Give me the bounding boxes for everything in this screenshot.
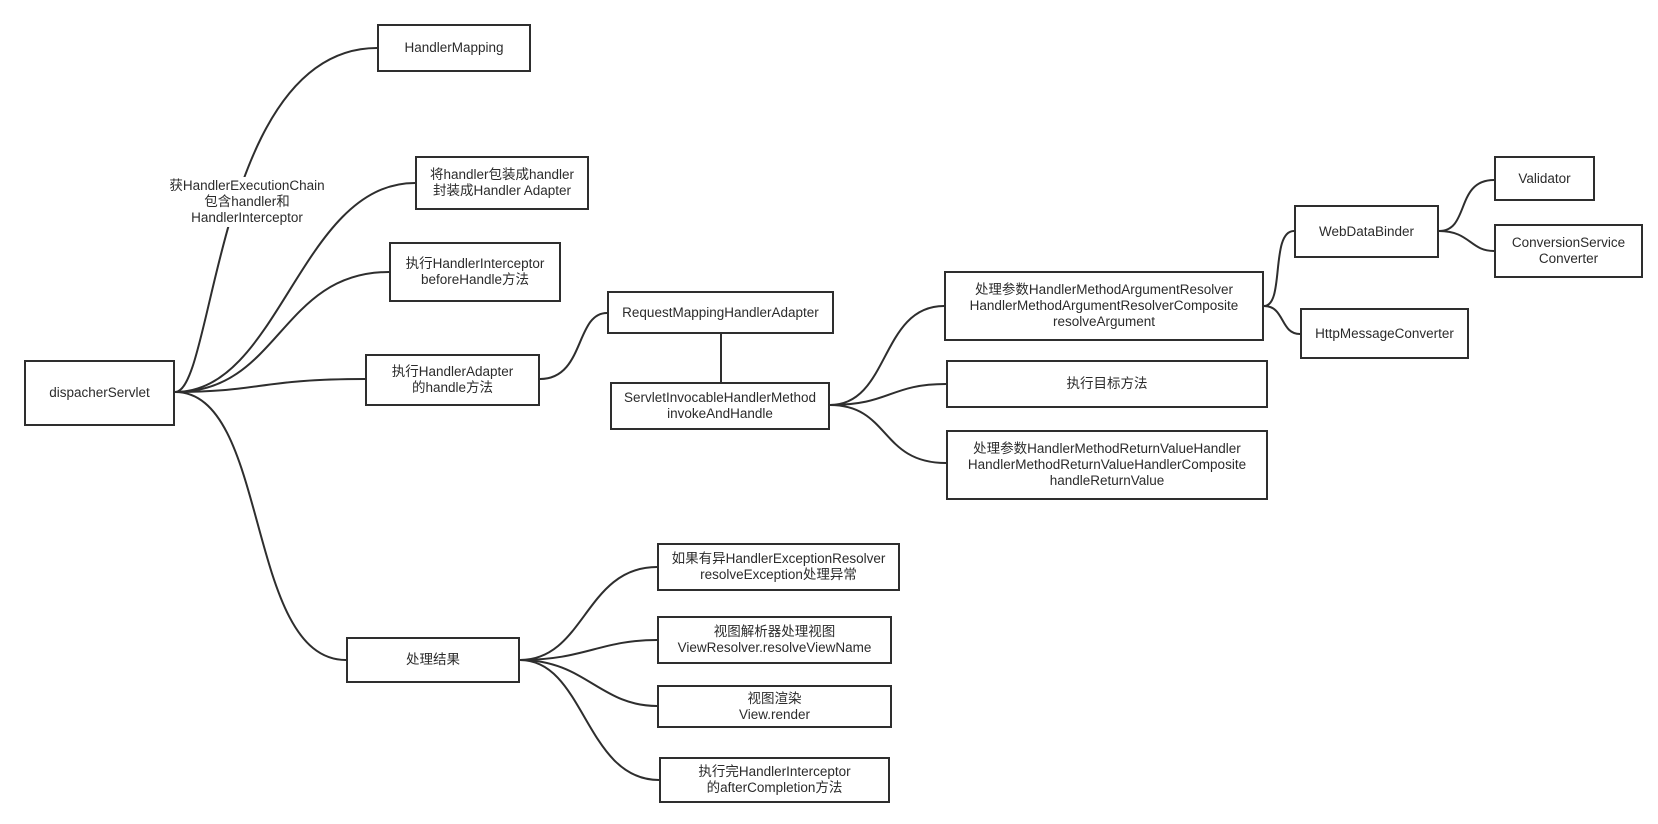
edge-root-handler-adapter bbox=[174, 378, 366, 393]
validator-node: Validator bbox=[1494, 156, 1595, 201]
wrap-handler-node: 将handler包装成handler 封装成Handler Adapter bbox=[415, 156, 589, 210]
dispatcher-servlet-node: dispacherServlet bbox=[24, 360, 175, 426]
request-mapping-adapter-node: RequestMappingHandlerAdapter bbox=[607, 291, 834, 334]
edge-binder-conversion-service bbox=[1438, 230, 1495, 252]
edge-root-wrap-handler bbox=[174, 182, 416, 393]
handler-mapping-node: HandlerMapping bbox=[377, 24, 531, 72]
http-message-converter-node: HttpMessageConverter bbox=[1300, 308, 1469, 359]
edge-adapter-request-mapping bbox=[539, 312, 608, 380]
conversion-service-node: ConversionService Converter bbox=[1494, 224, 1643, 278]
edge-root-process-result bbox=[174, 391, 347, 661]
invocable-handler-method-node: ServletInvocableHandlerMethod invokeAndH… bbox=[610, 382, 830, 430]
edge-binder-validator bbox=[1438, 179, 1495, 232]
process-result-node: 处理结果 bbox=[346, 637, 520, 683]
web-data-binder-node: WebDataBinder bbox=[1294, 205, 1439, 258]
after-completion-node: 执行完HandlerInterceptor 的afterCompletion方法 bbox=[659, 757, 890, 803]
execution-chain-label: 获HandlerExecutionChain 包含handler和 Handle… bbox=[165, 177, 329, 227]
edge-invocable-return-value bbox=[829, 404, 947, 464]
interceptor-before-node: 执行HandlerInterceptor beforeHandle方法 bbox=[389, 242, 561, 302]
return-value-node: 处理参数HandlerMethodReturnValueHandler Hand… bbox=[946, 430, 1268, 500]
exception-resolver-node: 如果有异HandlerExceptionResolver resolveExce… bbox=[657, 543, 900, 591]
edge-result-exception-resolver bbox=[519, 566, 658, 661]
edge-result-after-completion bbox=[519, 659, 660, 781]
view-render-node: 视图渲染 View.render bbox=[657, 685, 892, 728]
resolve-argument-node: 处理参数HandlerMethodArgumentResolver Handle… bbox=[944, 271, 1264, 341]
view-resolver-node: 视图解析器处理视图 ViewResolver.resolveViewName bbox=[657, 616, 892, 664]
edge-root-interceptor-before bbox=[174, 271, 390, 393]
invoke-target-node: 执行目标方法 bbox=[946, 360, 1268, 408]
edge-result-view-resolver bbox=[519, 639, 658, 661]
edge-invocable-invoke-target bbox=[829, 383, 947, 406]
edge-resolve-http-message-converter bbox=[1263, 305, 1301, 335]
edge-result-view-render bbox=[519, 659, 658, 707]
edge-invocable-resolve-argument bbox=[829, 305, 945, 406]
handler-adapter-node: 执行HandlerAdapter 的handle方法 bbox=[365, 354, 540, 406]
edge-resolve-web-data-binder bbox=[1263, 230, 1295, 307]
